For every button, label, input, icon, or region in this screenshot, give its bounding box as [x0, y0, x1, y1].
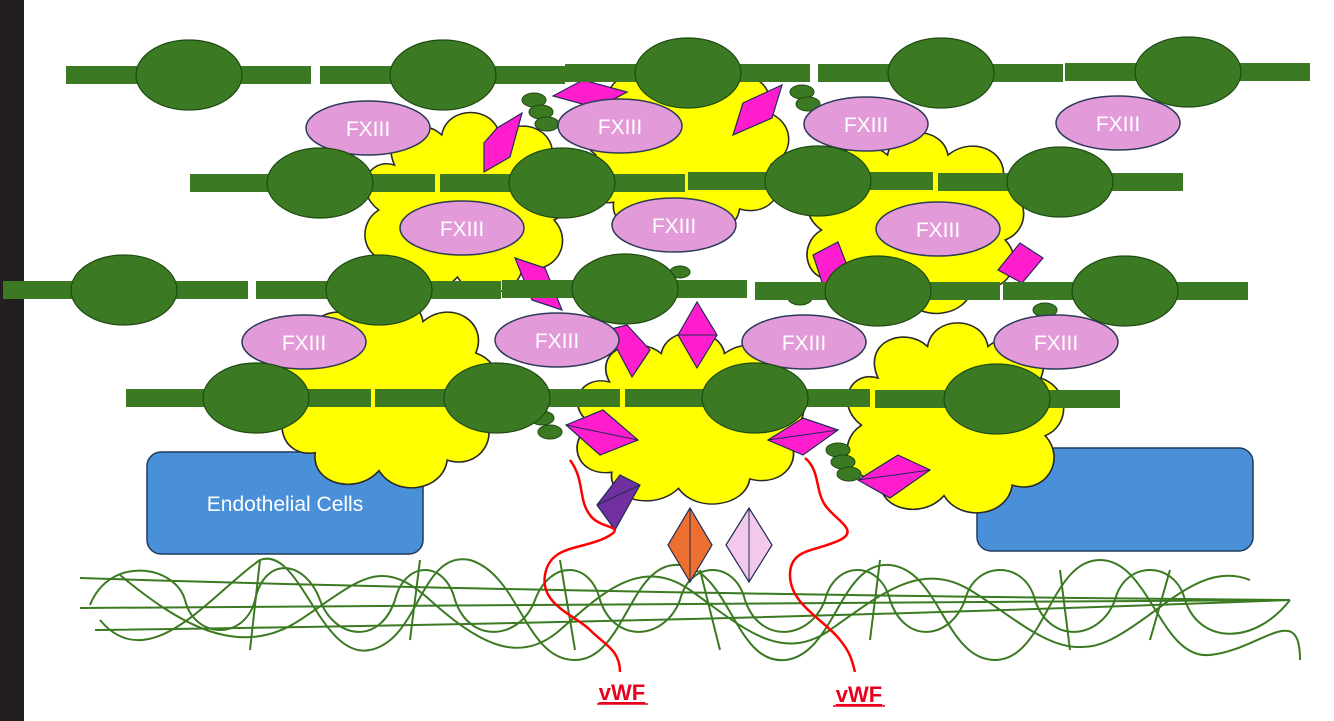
- fxiii-molecule: FXIII: [875, 201, 1001, 257]
- fibrin-strand-icon: [440, 147, 685, 219]
- vwf-strand-left: [543, 459, 622, 673]
- fxiii-label: FXIII: [844, 114, 888, 137]
- collagen-fiber-icon: [99, 557, 1301, 662]
- fibrin-strand-icon: [818, 37, 1063, 109]
- collagen-fiber-icon: [249, 559, 1171, 651]
- fibrin-strand-icon: [190, 147, 435, 219]
- fibrin-strand-icon: [938, 146, 1183, 218]
- fibrin-strand-icon: [625, 362, 870, 434]
- fxiii-label: FXIII: [1096, 113, 1140, 136]
- collagen-fiber-icon: [119, 574, 1251, 649]
- fxiii-molecule: FXIII: [741, 314, 867, 370]
- vwf-label-right: vWF: [836, 682, 882, 707]
- fxiii-molecule: FXIII: [557, 98, 683, 154]
- endothelial-cell-label: Endothelial Cells: [207, 493, 363, 516]
- fibrin-strand-icon: [256, 254, 501, 326]
- fibrin-strand-icon: [3, 254, 248, 326]
- collagen-fiber-icon: [94, 599, 1291, 631]
- fibrin-strand-icon: [1065, 36, 1310, 108]
- fxiii-molecule: FXIII: [611, 197, 737, 253]
- linker-bead-icon: [795, 96, 821, 112]
- fxiii-label: FXIII: [652, 215, 696, 238]
- fxiii-molecule: FXIII: [494, 312, 620, 368]
- fxiii-molecule: FXIII: [993, 314, 1119, 370]
- fibrin-strand-icon: [66, 39, 311, 111]
- fxiii-label: FXIII: [282, 332, 326, 355]
- fxiii-molecules: FXIII FXIII FXIII FXIII FXIII FXIII FXII…: [241, 95, 1181, 370]
- fxiii-molecule: FXIII: [399, 200, 525, 256]
- fxiii-label: FXIII: [346, 118, 390, 141]
- fibrin-strand-icon: [875, 363, 1120, 435]
- fxiii-label: FXIII: [440, 218, 484, 241]
- linker-bead-icon: [537, 424, 563, 440]
- fxiii-label: FXIII: [1034, 332, 1078, 355]
- fibrin-network: [3, 36, 1310, 435]
- fxiii-molecule: FXIII: [305, 100, 431, 156]
- fxiii-molecule: FXIII: [1055, 95, 1181, 151]
- fibrin-strand-icon: [375, 362, 620, 434]
- fibrin-strand-icon: [126, 362, 371, 434]
- receptor-diamond-icon: [997, 242, 1044, 284]
- fxiii-molecule: FXIII: [803, 96, 929, 152]
- vwf-strand-right: [788, 457, 857, 673]
- collagen-matrix: [79, 557, 1301, 662]
- linker-bead-icon: [534, 116, 560, 132]
- fibrin-strand-icon: [565, 37, 810, 109]
- fxiii-label: FXIII: [598, 116, 642, 139]
- fxiii-molecule: FXIII: [241, 314, 367, 370]
- receptor-diamond-icon: [483, 111, 523, 174]
- left-edge-bar: [0, 0, 24, 721]
- fibrin-strand-icon: [688, 145, 933, 217]
- fibrin-strand-icon: [755, 255, 1000, 327]
- fibrin-strand-icon: [1003, 255, 1248, 327]
- fxiii-label: FXIII: [782, 332, 826, 355]
- linker-bead-icon: [836, 466, 862, 482]
- vwf-strands: [543, 457, 857, 673]
- fxiii-label: FXIII: [535, 330, 579, 353]
- fxiii-label: FXIII: [916, 219, 960, 242]
- fibrin-strand-icon: [320, 39, 565, 111]
- vwf-label-left: vWF: [599, 680, 645, 705]
- receptor-diamond-icon: [732, 83, 783, 137]
- fibrin-strand-icon: [502, 253, 747, 325]
- collagen-fiber-icon: [89, 567, 1291, 635]
